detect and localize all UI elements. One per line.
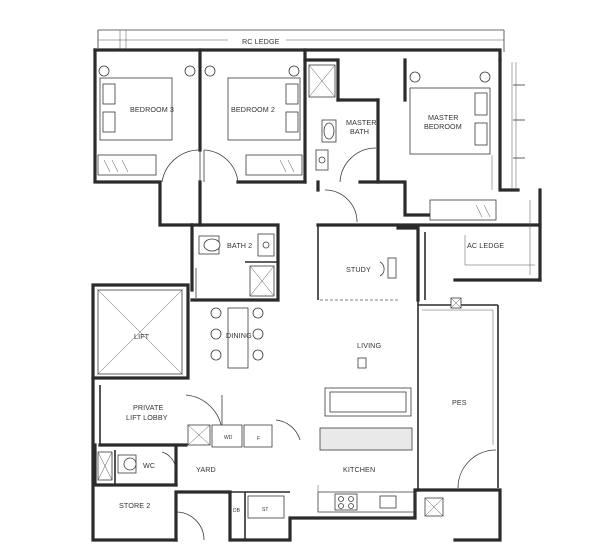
outer-walls: [91, 48, 542, 542]
pes: PES: [452, 398, 497, 489]
internal-walls: [93, 48, 535, 540]
bedroom3-label: BEDROOM 3: [130, 105, 174, 114]
master-bath-label-2: BATH: [350, 127, 369, 136]
lift-label: LIFT: [134, 332, 150, 341]
private-lift-lobby: PRIVATE LIFT LOBBY: [126, 394, 223, 431]
rc-ledge: [97, 29, 505, 52]
master-bedroom: MASTER BEDROOM: [324, 71, 497, 223]
living-label: LIVING: [357, 341, 381, 350]
fridge-label: F: [257, 436, 260, 442]
master-bath: MASTER BATH: [308, 64, 377, 183]
master-bedroom-label-2: BEDROOM: [424, 122, 462, 131]
study-label: STUDY: [346, 265, 371, 274]
utility-fixtures: WD F: [187, 419, 301, 448]
dining-label: DINING: [226, 331, 252, 340]
bedroom-2: BEDROOM 2: [203, 65, 303, 183]
wc-label: WC: [143, 461, 155, 470]
yard: YARD: [196, 465, 216, 474]
master-bedroom-label-1: MASTER: [428, 113, 459, 122]
st-label: ST: [262, 507, 268, 513]
bath-2: BATH 2: [195, 233, 275, 298]
store2-label: STORE 2: [119, 501, 150, 510]
master-bath-label-1: MASTER: [346, 118, 377, 127]
pes-label: PES: [452, 398, 467, 407]
bedroom2-label: BEDROOM 2: [231, 105, 275, 114]
ac-ledge-label: AC LEDGE: [467, 241, 504, 250]
private-lift-lobby-label-2: LIFT LOBBY: [126, 413, 168, 422]
store-2: STORE 2: [119, 501, 205, 541]
bedroom-3: BEDROOM 3: [97, 65, 201, 183]
windows: [511, 62, 531, 275]
dining: DINING: [210, 307, 264, 369]
living: LIVING: [319, 341, 413, 451]
private-lift-lobby-label-1: PRIVATE: [133, 403, 163, 412]
washer-dryer-label: WD: [224, 435, 233, 441]
lift: LIFT: [97, 289, 183, 375]
db-label: DB: [233, 508, 241, 514]
ac-ledge: AC LEDGE: [450, 241, 504, 309]
yard-label: YARD: [196, 465, 216, 474]
kitchen: KITCHEN DB ST: [233, 465, 444, 519]
kitchen-label: KITCHEN: [343, 465, 375, 474]
rc-ledge-label: RC LEDGE: [242, 37, 280, 46]
bath2-label: BATH 2: [227, 241, 252, 250]
study: STUDY: [346, 257, 397, 279]
wc: WC: [97, 451, 177, 481]
